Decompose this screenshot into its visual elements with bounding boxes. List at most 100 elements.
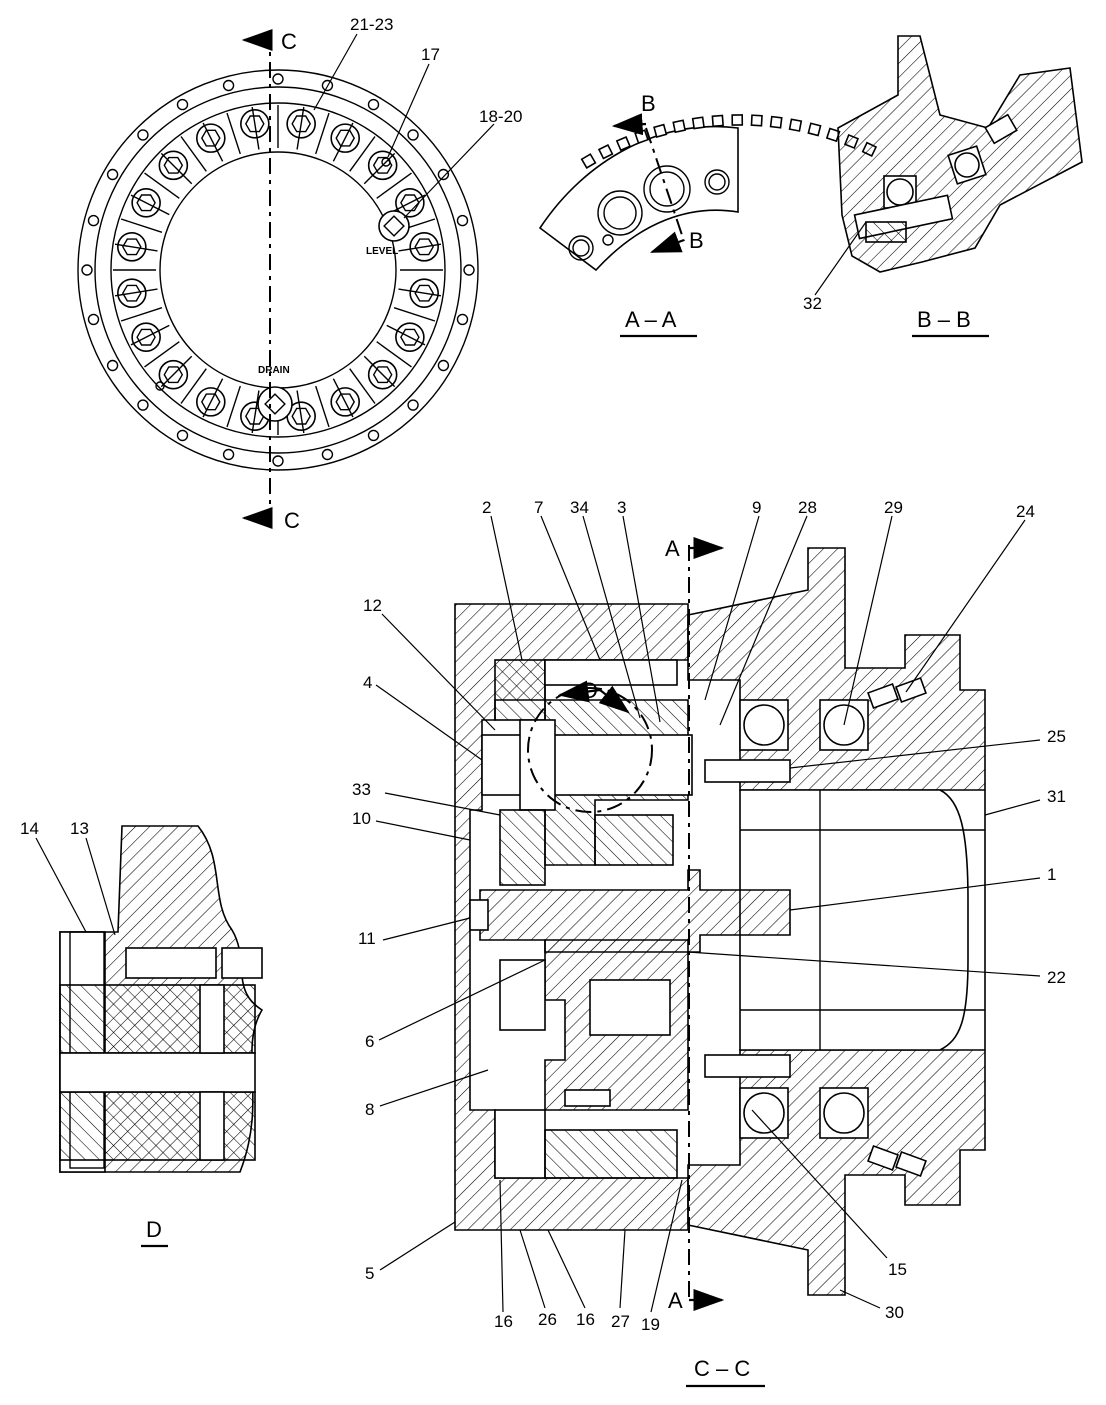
callout-26: 26 — [538, 1310, 557, 1329]
flange-hole — [176, 429, 189, 442]
rib-line — [386, 324, 426, 346]
callout-21-23: 21-23 — [350, 15, 393, 34]
rib-line — [226, 385, 241, 428]
callout-10: 10 — [352, 809, 371, 828]
callout-7: 7 — [534, 498, 543, 517]
flange-hole — [87, 313, 100, 326]
callout-19: 19 — [641, 1315, 660, 1334]
radial-ribs — [113, 105, 443, 435]
callout-9: 9 — [752, 498, 761, 517]
aa-marker-top: B — [641, 91, 656, 116]
flange-hole — [456, 214, 469, 227]
gear-tooth — [634, 129, 649, 144]
flange-hole — [272, 455, 284, 467]
flange-hole — [222, 79, 235, 92]
callout-27: 27 — [611, 1312, 630, 1331]
rib-line — [114, 288, 158, 297]
drain-text: DRAIN — [258, 365, 290, 376]
flange-hole — [137, 129, 149, 141]
flange-hole — [367, 429, 380, 442]
aa-marker-bottom: B — [689, 228, 704, 253]
rib-line — [130, 194, 170, 216]
flange-hole — [81, 264, 93, 276]
rib-line — [226, 112, 241, 155]
rib-line — [160, 152, 193, 185]
section-cc-title: C – C — [694, 1356, 750, 1381]
rib-line — [296, 106, 305, 150]
level-text: LEVEL — [366, 246, 398, 257]
callout-17: 17 — [421, 45, 440, 64]
rib-line — [398, 288, 442, 297]
section-b-b: 32 B – B — [803, 35, 1083, 338]
gear-tooth — [731, 114, 744, 126]
rib-line — [349, 368, 376, 404]
callout-13: 13 — [70, 819, 89, 838]
flange-hole — [407, 399, 419, 411]
callout-29: 29 — [884, 498, 903, 517]
rib-line — [251, 106, 260, 150]
end-view: LEVEL DRAIN C C 21-23 17 18-20 — [77, 15, 522, 533]
flange-hole — [106, 168, 119, 181]
rib-line — [202, 122, 224, 162]
rib-line — [363, 152, 396, 185]
gear-tooth — [672, 119, 687, 134]
gear-tooth — [769, 115, 783, 129]
callout-12: 12 — [363, 596, 382, 615]
detail-d-title: D — [146, 1217, 162, 1242]
rib-line — [393, 307, 436, 322]
flange-hole — [437, 168, 450, 181]
rib-line — [315, 112, 330, 155]
flange-hole — [321, 79, 334, 92]
callout-34: 34 — [570, 498, 589, 517]
gear-tooth — [711, 114, 724, 128]
section-letter-bottom: C — [284, 508, 300, 533]
rib-line — [376, 172, 412, 199]
rib-line — [332, 378, 354, 418]
flange-hole — [87, 214, 100, 227]
gear-tooth — [691, 116, 705, 130]
rib-line — [296, 390, 305, 434]
cc-marker-bottom: A — [668, 1288, 683, 1313]
callout-11: 11 — [358, 929, 376, 948]
callout-1: 1 — [1047, 865, 1056, 884]
callout-32: 32 — [803, 294, 822, 313]
callout-31: 31 — [1047, 787, 1066, 806]
rib-line — [315, 385, 330, 428]
callout-15: 15 — [888, 1260, 907, 1279]
callout-2: 2 — [482, 498, 491, 517]
flange-hole — [456, 313, 469, 326]
section-aa-title: A – A — [625, 307, 677, 332]
callout-18-20: 18-20 — [479, 107, 522, 126]
drain-plug — [257, 386, 293, 422]
gear-tooth — [653, 123, 668, 138]
cc-marker-top: A — [665, 536, 680, 561]
callout-22: 22 — [1047, 968, 1066, 987]
callout-8: 8 — [365, 1100, 374, 1119]
callout-33: 33 — [352, 780, 371, 799]
rib-line — [332, 122, 354, 162]
callout-5: 5 — [365, 1264, 374, 1283]
vent-hole — [381, 157, 391, 167]
rib-line — [130, 324, 170, 346]
flange-hole — [272, 73, 284, 85]
callout-6: 6 — [365, 1032, 374, 1051]
rib-line — [202, 378, 224, 418]
level-plug — [378, 210, 410, 242]
flange-hole — [437, 359, 450, 372]
flange-bolt-holes — [81, 73, 475, 467]
rib-line — [180, 368, 207, 404]
callout-14: 14 — [20, 819, 39, 838]
flange-hole — [106, 359, 119, 372]
rib-line — [180, 136, 207, 172]
flange-hole — [222, 448, 235, 461]
flange-hole — [367, 98, 380, 111]
section-a-a: B B A – A — [538, 91, 878, 338]
rib-line — [160, 355, 193, 388]
rib-line — [144, 341, 180, 368]
rib-line — [144, 172, 180, 199]
section-bb-title: B – B — [917, 307, 971, 332]
flange-hole — [176, 98, 189, 111]
callout-4: 4 — [363, 673, 372, 692]
